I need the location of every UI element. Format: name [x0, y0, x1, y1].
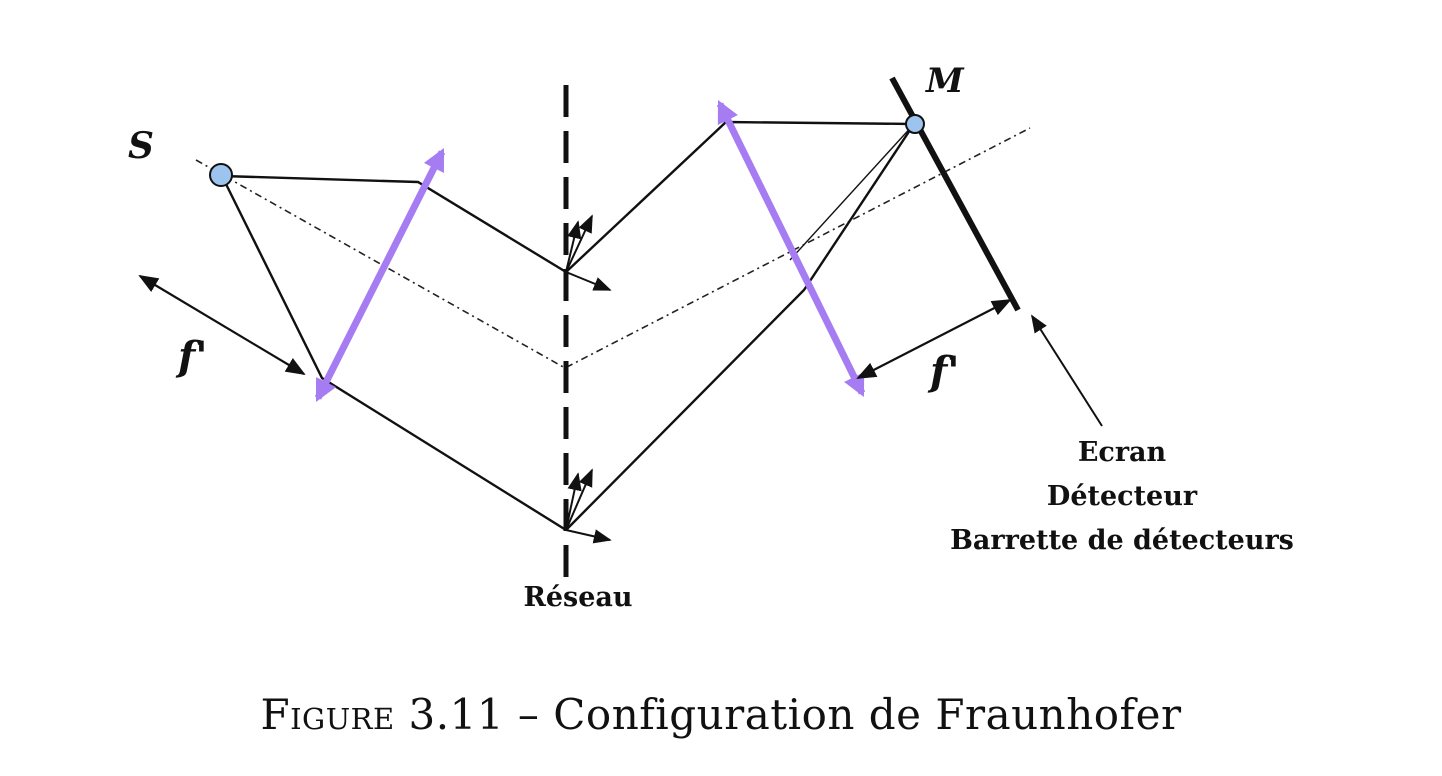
screen-label-1: Ecran	[1078, 437, 1167, 468]
diffracted-rays	[565, 120, 916, 531]
focal-label-left: f'	[175, 333, 207, 380]
caption-dash: –	[517, 690, 540, 739]
figure-caption: Figure 3.11 – Configuration de Fraunhofe…	[0, 690, 1442, 739]
grating-vectors	[565, 214, 612, 544]
fraunhofer-diagram: S M f' f' Réseau Ecran Détecteur Barrett…	[128, 61, 1294, 613]
focal-label-right: f'	[927, 348, 959, 395]
source-point	[209, 163, 233, 187]
source-label: S	[128, 125, 154, 167]
image-point	[905, 114, 925, 134]
screen-label-3: Barrette de détecteurs	[950, 525, 1294, 556]
lens-right	[716, 99, 866, 398]
caption-prefix: Figure	[260, 690, 395, 739]
thin-rays	[789, 123, 915, 261]
grating-label: Réseau	[523, 582, 632, 613]
optical-axis	[195, 127, 1031, 369]
focal-arrow-right	[856, 299, 1012, 379]
point-label: M	[925, 61, 965, 101]
screen-pointer-arrow	[1031, 314, 1103, 427]
incident-rays	[220, 174, 567, 532]
caption-text: Configuration de Fraunhofer	[553, 690, 1182, 739]
screen-line	[889, 76, 1021, 312]
focal-arrow-left	[138, 274, 306, 376]
lens-left	[314, 147, 446, 403]
screen-label-2: Détecteur	[1047, 481, 1198, 512]
caption-number: 3.11	[408, 690, 505, 739]
